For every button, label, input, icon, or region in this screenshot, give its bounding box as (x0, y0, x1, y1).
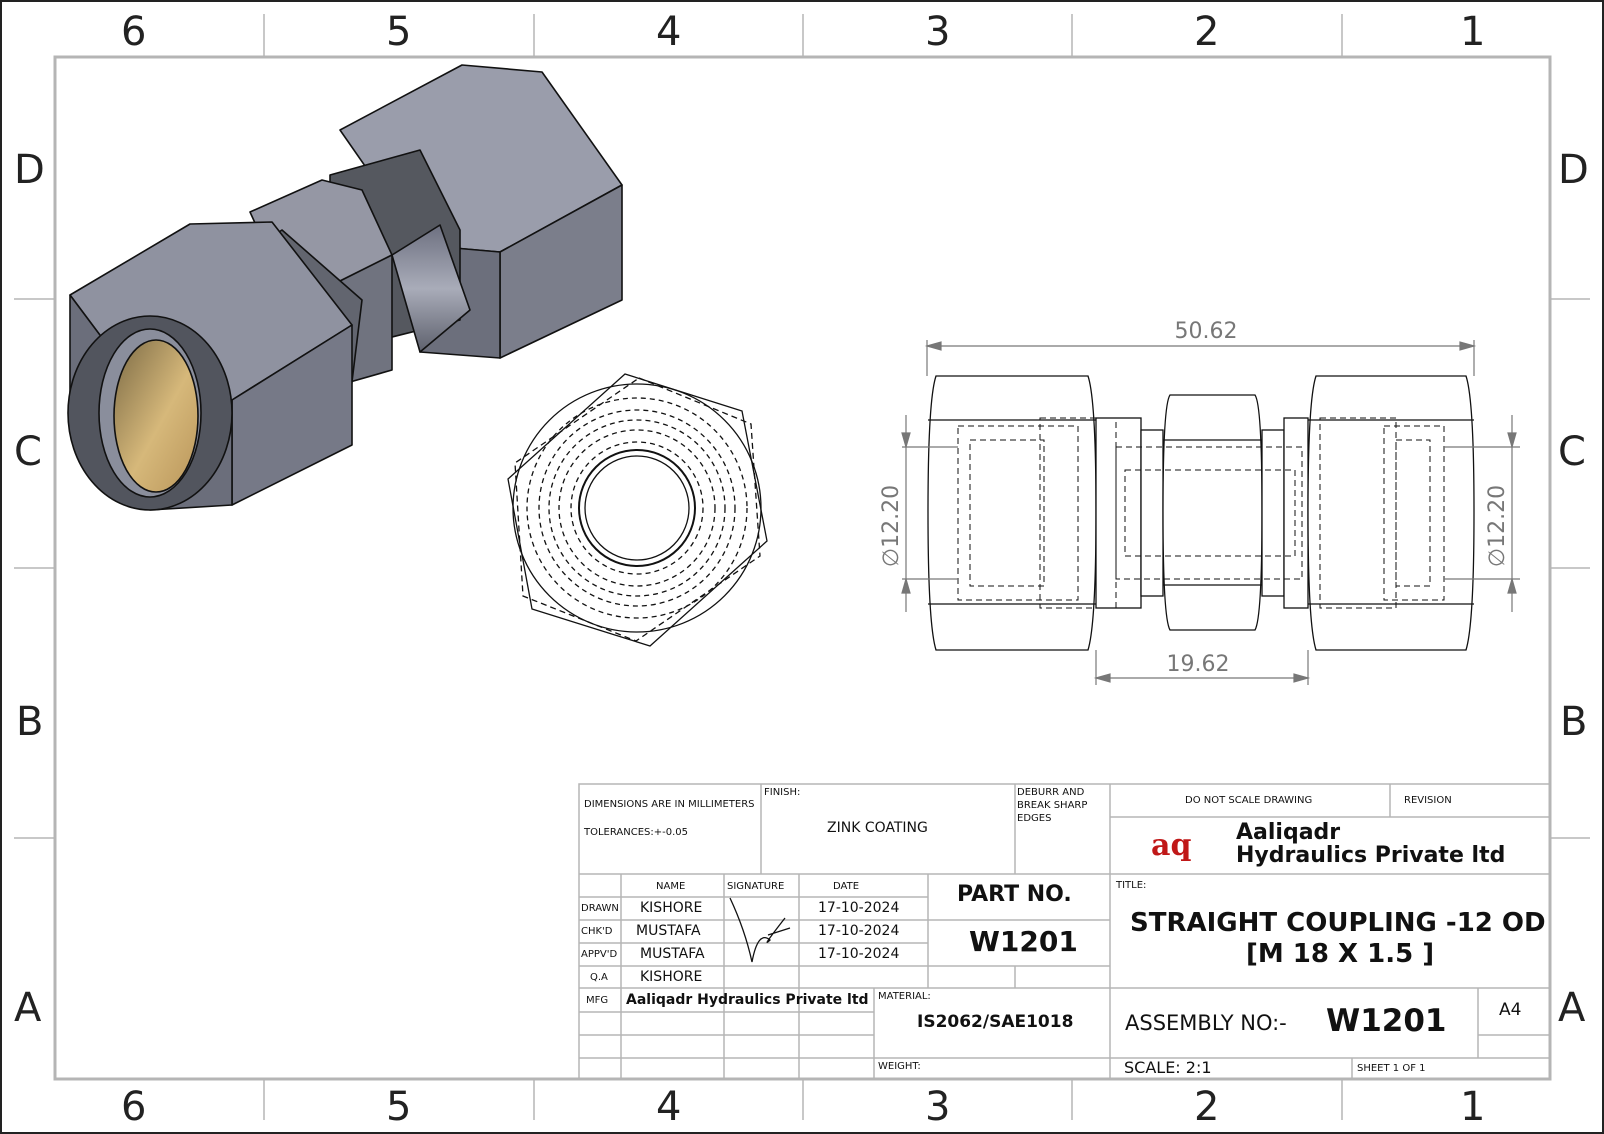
zone-row-a-right: A (1558, 985, 1586, 1031)
sheet-size: A4 (1499, 1000, 1522, 1020)
zone-col-5-top: 5 (386, 9, 412, 55)
title-label: TITLE: (1116, 880, 1147, 891)
company-name-line2: Hydraulics Private ltd (1236, 843, 1506, 868)
dim-center-length: 19.62 (1167, 652, 1230, 677)
drawing-title-line2: [M 18 X 1.5 ] (1246, 939, 1435, 969)
name-qa: KISHORE (640, 969, 703, 985)
zone-row-a-left: A (14, 985, 42, 1031)
assembly-value: W1201 (1326, 1003, 1447, 1039)
title-block-grid (578, 783, 1551, 1080)
zone-row-d-left: D (14, 147, 45, 193)
role-checked: CHK'D (581, 926, 613, 937)
isometric-view (67, 64, 623, 511)
name-drawn: KISHORE (640, 900, 703, 916)
zone-col-6-bottom: 6 (121, 1084, 147, 1130)
company-name-line1: Aaliqadr (1236, 820, 1341, 845)
zone-col-3-top: 3 (925, 9, 951, 55)
part-no-label: PART NO. (957, 882, 1072, 907)
zone-col-3-bottom: 3 (925, 1084, 951, 1130)
dim-bore-right: ∅12.20 (1485, 485, 1510, 567)
end-view (507, 373, 768, 647)
revision-label: REVISION (1404, 795, 1452, 806)
part-no-value: W1201 (969, 925, 1078, 958)
dimensions-note: DIMENSIONS ARE IN MILLIMETERS (584, 799, 755, 810)
name-approved: MUSTAFA (640, 946, 705, 962)
role-drawn: DRAWN (581, 903, 619, 914)
zone-col-1-bottom: 1 (1460, 1084, 1486, 1130)
finish-value: ZINK COATING (827, 820, 928, 836)
zone-ticks (14, 14, 1590, 1120)
dimension-lines (901, 340, 1520, 685)
mfg-label: MFG (586, 995, 609, 1006)
role-approved: APPV'D (581, 949, 618, 960)
date-checked: 17-10-2024 (818, 923, 900, 939)
zone-row-c-right: C (1558, 429, 1586, 475)
tolerances-note: TOLERANCES:+-0.05 (584, 827, 689, 838)
deburr-note-1: DEBURR AND (1017, 787, 1085, 798)
signature-mark (729, 897, 791, 963)
zone-col-1-top: 1 (1460, 9, 1486, 55)
weight-label: WEIGHT: (878, 1061, 921, 1072)
deburr-note-3: EDGES (1017, 813, 1052, 824)
deburr-note-2: BREAK SHARP (1017, 800, 1088, 811)
zone-col-4-top: 4 (656, 9, 682, 55)
material-value: IS2062/SAE1018 (917, 1012, 1074, 1032)
do-not-scale-note: DO NOT SCALE DRAWING (1185, 795, 1313, 806)
sheet-count: SHEET 1 OF 1 (1357, 1063, 1426, 1074)
dim-overall-length: 50.62 (1175, 319, 1238, 344)
dim-bore-left: ∅12.20 (879, 485, 904, 567)
zone-col-6-top: 6 (121, 9, 147, 55)
zone-col-5-bottom: 5 (386, 1084, 412, 1130)
zone-row-c-left: C (14, 429, 42, 475)
mfg-value: Aaliqadr Hydraulics Private ltd (626, 992, 869, 1008)
material-label: MATERIAL: (878, 991, 931, 1002)
date-approved: 17-10-2024 (818, 946, 900, 962)
drawing-title-line1: STRAIGHT COUPLING -12 OD (1130, 908, 1546, 938)
zone-row-b-left: B (16, 699, 44, 745)
col-date-header: DATE (833, 881, 860, 892)
name-checked: MUSTAFA (636, 923, 701, 939)
assembly-label: ASSEMBLY NO:- (1125, 1011, 1287, 1035)
scale-value: SCALE: 2:1 (1124, 1058, 1212, 1077)
date-drawn: 17-10-2024 (818, 900, 900, 916)
zone-row-b-right: B (1560, 699, 1588, 745)
company-logo-mark: aq (1151, 828, 1191, 863)
zone-col-4-bottom: 4 (656, 1084, 682, 1130)
col-signature-header: SIGNATURE (727, 881, 785, 892)
side-view (927, 375, 1475, 651)
finish-label: FINISH: (764, 787, 801, 798)
col-name-header: NAME (656, 881, 686, 892)
zone-col-2-bottom: 2 (1194, 1084, 1220, 1130)
zone-col-2-top: 2 (1194, 9, 1220, 55)
role-qa: Q.A (590, 972, 608, 983)
zone-row-d-right: D (1558, 147, 1589, 193)
